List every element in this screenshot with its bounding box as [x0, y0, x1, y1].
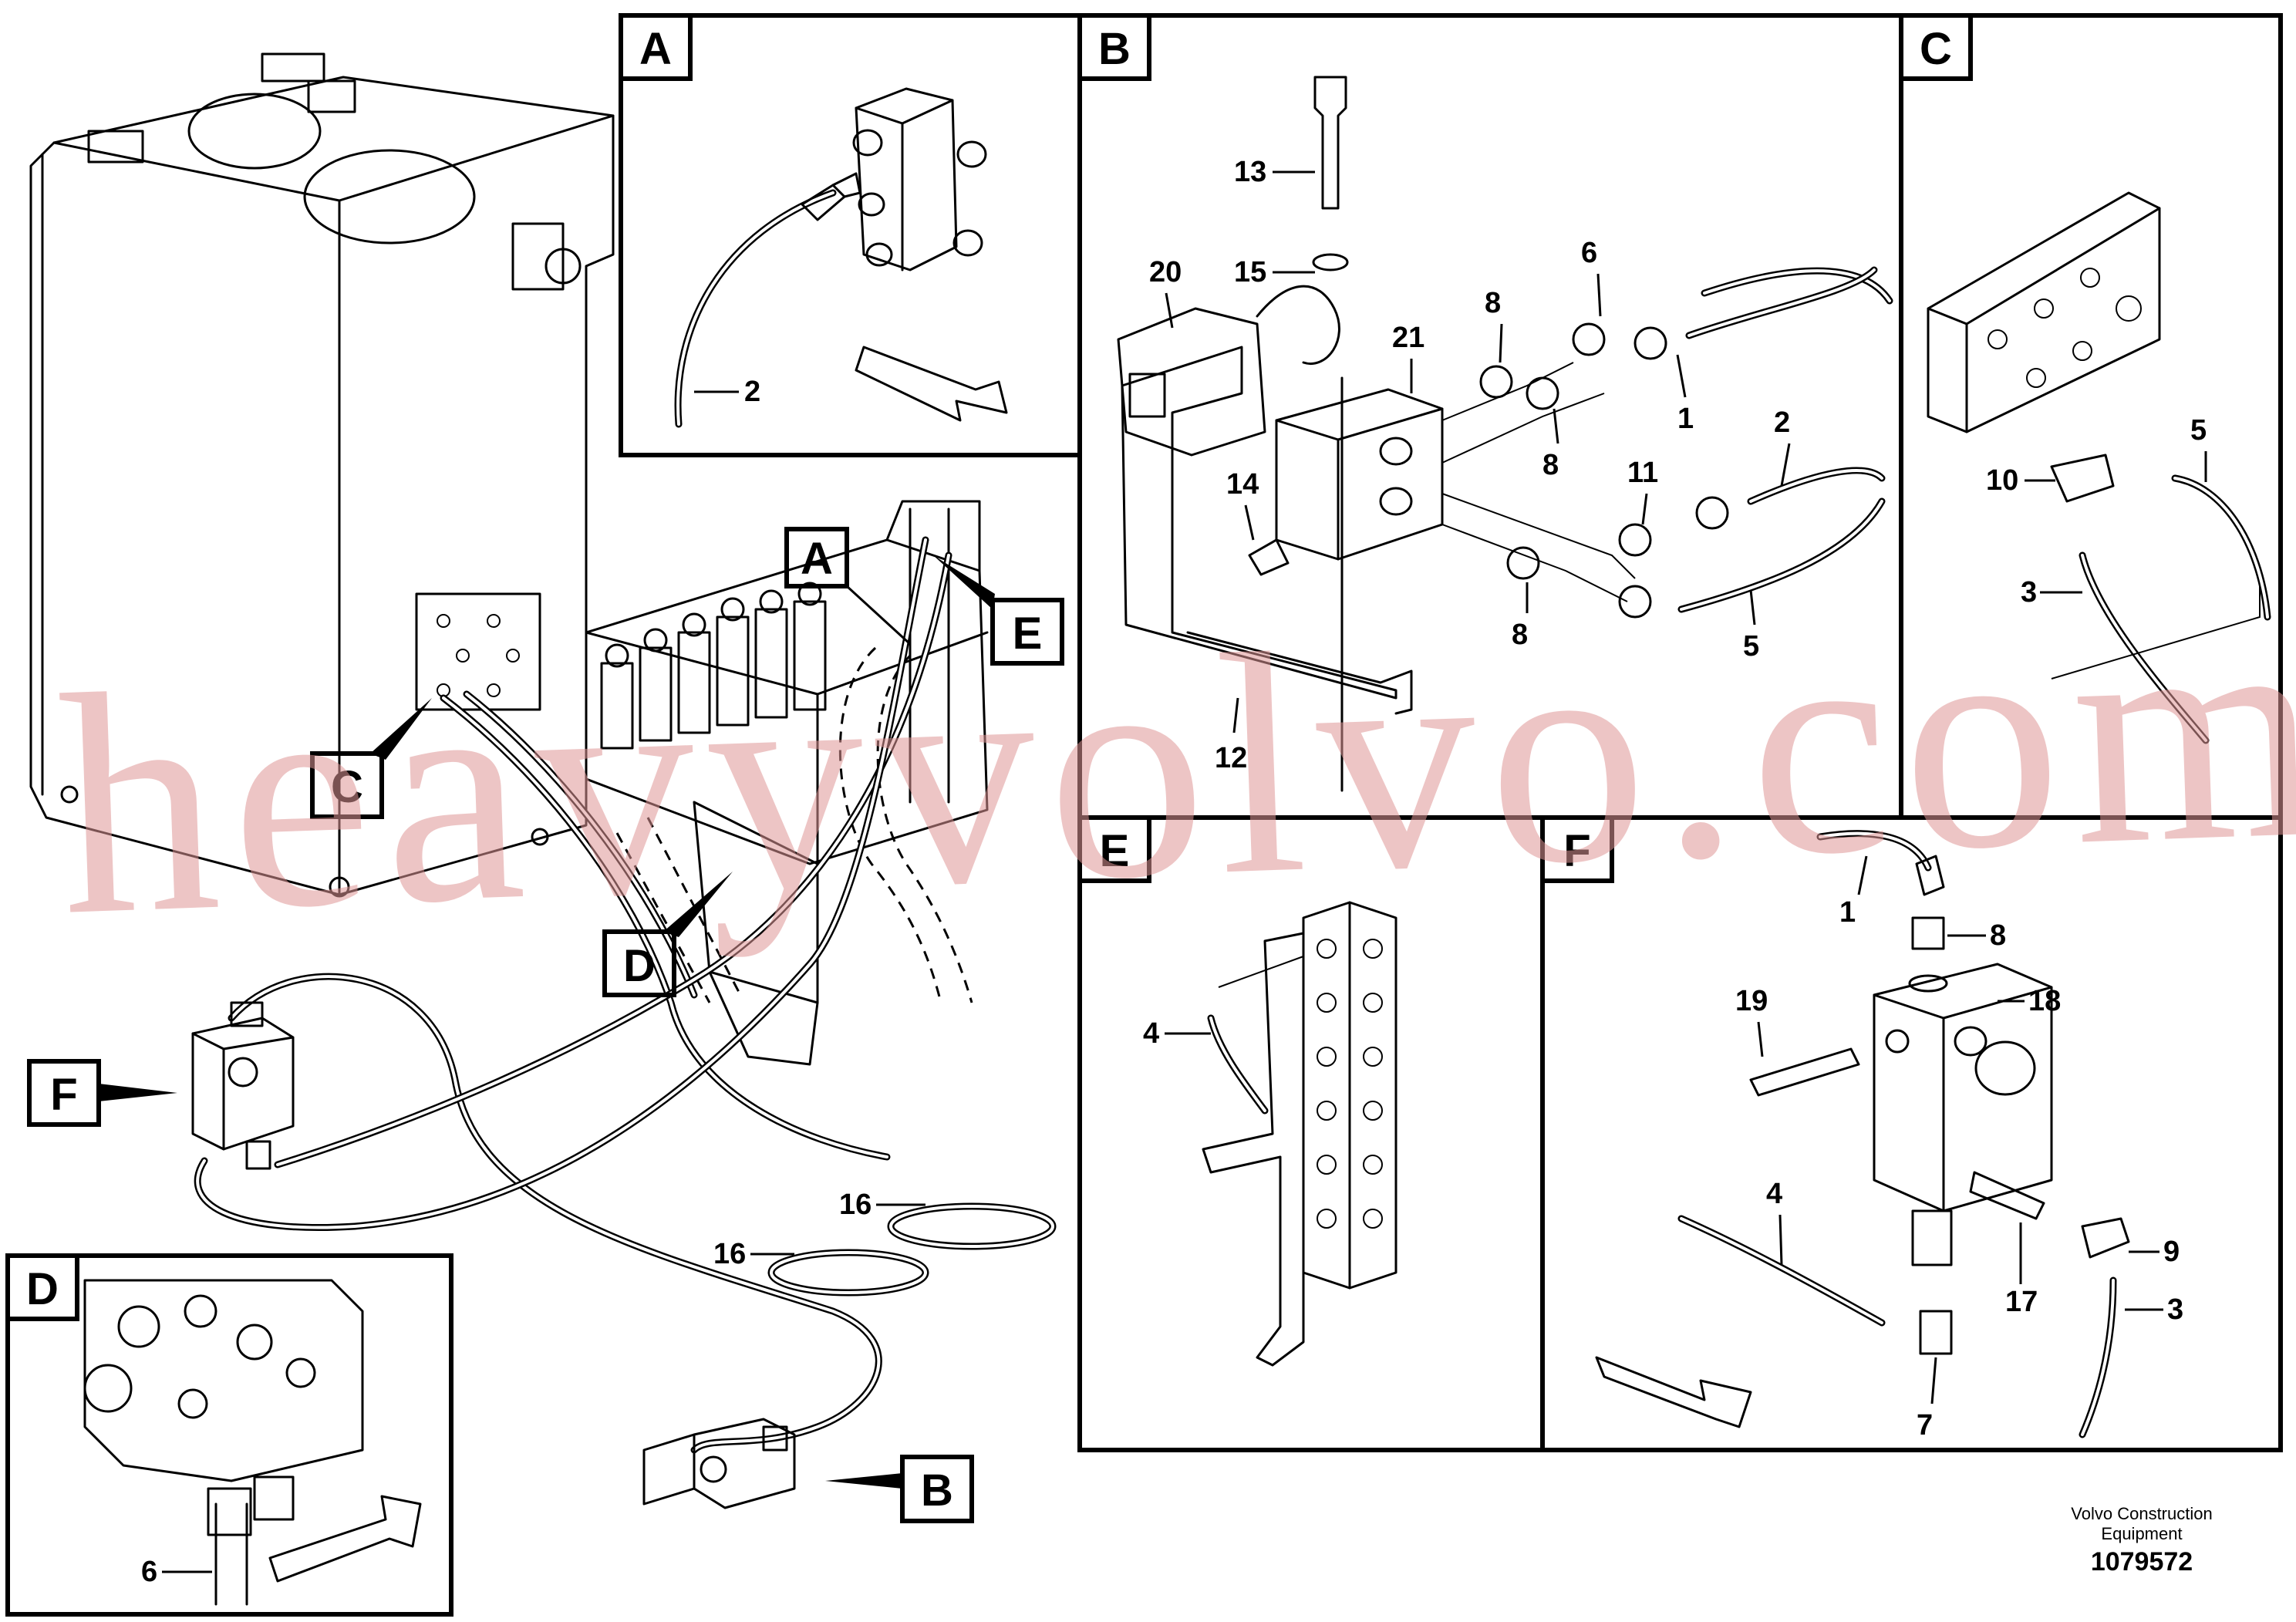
- svg-text:4: 4: [1766, 1178, 1782, 1210]
- svg-text:17: 17: [2005, 1286, 2038, 1318]
- svg-text:13: 13: [1234, 156, 1266, 188]
- svg-text:C: C: [331, 762, 363, 812]
- main-callouts: 16 16: [713, 1189, 925, 1270]
- panel-f: F 1 8 19 18 4 9 17 3 7: [1540, 815, 2283, 1452]
- manufacturer-label: Volvo Construction Equipment: [2071, 1504, 2213, 1543]
- svg-text:11: 11: [1627, 457, 1658, 489]
- overview-tag-e: E: [933, 555, 1064, 666]
- overview-tag-c: C: [310, 698, 432, 819]
- panel-a: A 2: [619, 13, 1082, 457]
- svg-text:4: 4: [1143, 1017, 1159, 1050]
- svg-text:9: 9: [2163, 1236, 2180, 1268]
- overview-tag-f: F: [27, 1059, 177, 1127]
- svg-text:8: 8: [1512, 619, 1528, 651]
- svg-text:15: 15: [1234, 256, 1266, 288]
- overview-hose-routing: [194, 536, 1057, 1454]
- panel-b: B 13 15 20 6 8 21: [1077, 13, 1903, 820]
- svg-text:16: 16: [839, 1189, 872, 1221]
- overview-tag-b: B: [825, 1455, 974, 1523]
- hydraulic-tank: [29, 52, 615, 898]
- svg-text:12: 12: [1215, 742, 1247, 774]
- overview-solenoid-valve-f: [191, 1001, 295, 1170]
- panel-d: D 6: [5, 1253, 453, 1617]
- svg-text:A: A: [801, 534, 833, 584]
- svg-text:19: 19: [1735, 985, 1768, 1017]
- svg-text:E: E: [1100, 826, 1130, 876]
- svg-text:3: 3: [2167, 1293, 2183, 1326]
- svg-text:B: B: [1098, 24, 1131, 74]
- svg-text:6: 6: [141, 1556, 157, 1588]
- svg-text:18: 18: [2028, 985, 2061, 1017]
- svg-text:2: 2: [1774, 406, 1790, 439]
- svg-text:2: 2: [744, 376, 760, 408]
- svg-text:3: 3: [2021, 576, 2037, 609]
- svg-text:E: E: [1013, 609, 1043, 659]
- svg-text:8: 8: [1990, 919, 2006, 952]
- panel-c: C 5 10 3: [1899, 13, 2283, 820]
- svg-text:1: 1: [1839, 896, 1856, 929]
- svg-text:5: 5: [2190, 414, 2207, 447]
- svg-text:7: 7: [1917, 1409, 1933, 1442]
- panel-e: E 4: [1077, 815, 1545, 1452]
- svg-text:F: F: [1563, 826, 1590, 876]
- svg-text:14: 14: [1226, 468, 1259, 501]
- overview-solenoid-valve-b: [642, 1418, 796, 1509]
- svg-text:D: D: [26, 1264, 59, 1314]
- overview-tag-d: D: [602, 872, 733, 997]
- illustration-number: 1079572: [2090, 1547, 2193, 1576]
- svg-text:A: A: [639, 24, 672, 74]
- svg-text:8: 8: [1542, 449, 1559, 481]
- overview-tag-a: A: [784, 527, 912, 646]
- svg-text:B: B: [921, 1465, 953, 1516]
- svg-text:D: D: [623, 941, 656, 991]
- svg-text:8: 8: [1485, 287, 1501, 319]
- svg-text:10: 10: [1986, 464, 2018, 497]
- main-control-valve: [585, 500, 989, 1066]
- svg-text:20: 20: [1149, 256, 1182, 288]
- svg-text:1: 1: [1677, 403, 1694, 435]
- svg-text:6: 6: [1581, 237, 1597, 269]
- svg-text:21: 21: [1392, 322, 1424, 354]
- svg-text:16: 16: [713, 1238, 746, 1270]
- svg-text:5: 5: [1743, 630, 1759, 663]
- svg-text:C: C: [1920, 24, 1952, 74]
- svg-text:F: F: [50, 1070, 77, 1120]
